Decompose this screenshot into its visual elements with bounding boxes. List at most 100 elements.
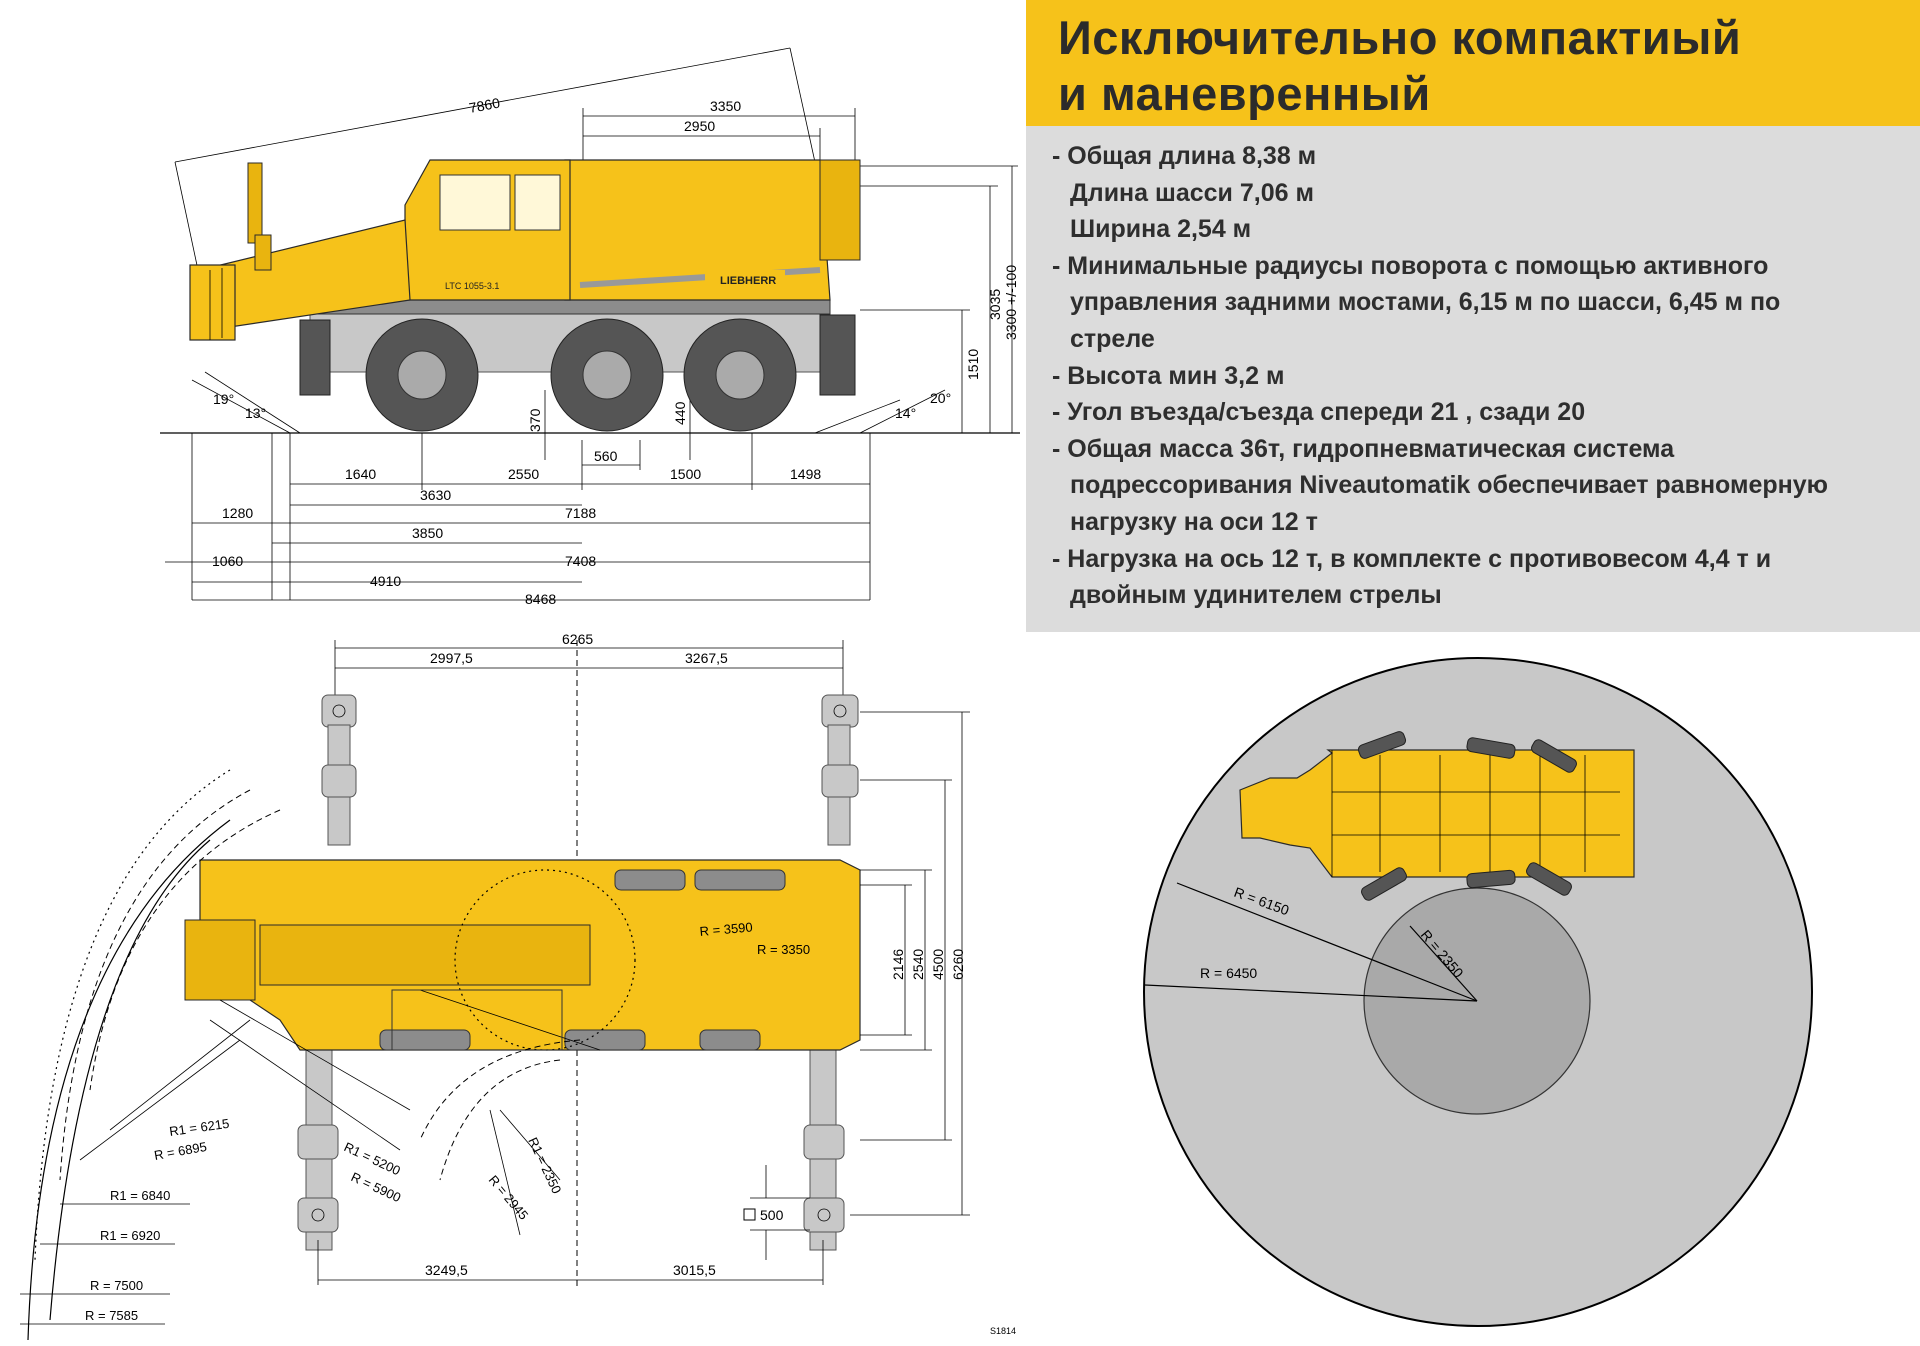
crane-circle-body bbox=[1239, 731, 1635, 901]
spec-line: - Общая масса 36т, гидропневматическая с… bbox=[1052, 431, 1828, 468]
angle-19: 19° bbox=[213, 391, 234, 407]
label-r-7585: R = 7585 bbox=[85, 1308, 138, 1323]
spec-text: Общая длина 8,38 м bbox=[1067, 142, 1317, 170]
dim-2540: 2540 bbox=[860, 869, 932, 1051]
spec-line: - Нагрузка на ось 12 т, в комплекте с пр… bbox=[1052, 541, 1828, 578]
svg-text:4500: 4500 bbox=[930, 949, 946, 980]
svg-text:1498: 1498 bbox=[790, 466, 821, 482]
svg-text:3350: 3350 bbox=[710, 98, 741, 114]
spec-text: Минимальные радиусы поворота с помощью а… bbox=[1067, 251, 1769, 280]
spec-line: - Угол въезда/съезда спереди 21 , сзади … bbox=[1052, 394, 1828, 431]
spec-line: стреле bbox=[1052, 321, 1828, 358]
svg-text:3850: 3850 bbox=[412, 525, 443, 541]
outriggers bbox=[297, 694, 859, 1251]
angle-14: 14° bbox=[895, 405, 916, 421]
dim-1510: 1510 bbox=[860, 309, 981, 433]
label-r1-6215: R1 = 6215 bbox=[168, 1116, 230, 1139]
spec-line: управления задними мостами, 6,15 м по ша… bbox=[1052, 284, 1828, 321]
spec-line: - Высота мин 3,2 м bbox=[1052, 358, 1828, 395]
svg-text:7860: 7860 bbox=[468, 95, 502, 116]
spec-line: Ширина 2,54 м bbox=[1052, 211, 1828, 248]
spec-text: Нагрузка на ось 12 т, в комплекте с прот… bbox=[1067, 544, 1772, 573]
spec-bullet: - bbox=[1052, 251, 1068, 280]
spec-text: управления задними мостами, 6,15 м по ша… bbox=[1070, 288, 1781, 317]
spec-bullet: - bbox=[1052, 544, 1068, 573]
spec-line: - Минимальные радиусы поворота с помощью… bbox=[1052, 248, 1828, 285]
spec-text: нагрузку на оси 12 т bbox=[1070, 507, 1318, 536]
label-r1-2350: R1 = 2350 bbox=[525, 1135, 564, 1196]
spec-text: Угол въезда/съезда спереди 21 , сзади 20 bbox=[1067, 398, 1586, 427]
svg-text:3035: 3035 bbox=[987, 289, 1003, 320]
label-r-7500: R = 7500 bbox=[90, 1278, 143, 1293]
angle-13: 13° bbox=[245, 405, 266, 421]
label-r1-6920: R1 = 6920 bbox=[100, 1228, 160, 1243]
label-r-6895: R = 6895 bbox=[153, 1139, 208, 1163]
spec-bullet: - bbox=[1052, 361, 1068, 390]
svg-text:8468: 8468 bbox=[525, 591, 556, 607]
label-r1-6840: R1 = 6840 bbox=[110, 1188, 170, 1203]
svg-text:3015,5: 3015,5 bbox=[673, 1262, 716, 1278]
spec-line: нагрузку на оси 12 т bbox=[1052, 504, 1828, 541]
spec-text: стреле bbox=[1070, 324, 1155, 353]
dim-2950: 2950 bbox=[583, 118, 821, 160]
spec-bullet: - bbox=[1052, 398, 1068, 427]
dim-3267: 3267,5 bbox=[577, 650, 843, 669]
spec-bullet: - bbox=[1052, 434, 1068, 463]
svg-text:7408: 7408 bbox=[565, 553, 596, 569]
label-r-3590: R = 3590 bbox=[699, 919, 753, 939]
spec-panel: - Общая длина 8,38 м Длина шасси 7,06 м … bbox=[1026, 126, 1920, 632]
spec-text: подрессоривания Niveautomatik обеспечива… bbox=[1070, 471, 1829, 500]
svg-text:440: 440 bbox=[672, 401, 688, 425]
spec-line: двойным удинителем стрелы bbox=[1052, 577, 1828, 614]
dim-3300: 3300 +/-100 bbox=[860, 165, 1019, 433]
svg-text:7188: 7188 bbox=[565, 505, 596, 521]
svg-text:1510: 1510 bbox=[965, 349, 981, 380]
svg-text:1280: 1280 bbox=[222, 505, 253, 521]
side-view-drawing: 7860 3350 2950 3035 3300 +/-100 bbox=[160, 47, 1020, 607]
dim-6265: 6265 bbox=[334, 631, 844, 710]
spec-text: Ширина 2,54 м bbox=[1070, 215, 1252, 244]
dim-2146: 2146 bbox=[860, 884, 912, 1036]
svg-text:2540: 2540 bbox=[910, 949, 926, 980]
label-r-3350: R = 3350 bbox=[757, 942, 810, 957]
title-line-1: Исключительно компактиый bbox=[1058, 11, 1742, 64]
spec-text: Высота мин 3,2 м bbox=[1067, 361, 1285, 390]
crane-top-body bbox=[184, 859, 861, 1051]
spec-text: двойным удинителем стрелы bbox=[1070, 581, 1442, 610]
spec-line: Длина шасси 7,06 м bbox=[1052, 175, 1828, 212]
dim-7860: 7860 bbox=[174, 47, 821, 271]
svg-text:2146: 2146 bbox=[890, 949, 906, 980]
title-line-2: и маневренный bbox=[1058, 67, 1431, 120]
label-r-2945: R = 2945 bbox=[486, 1172, 532, 1222]
svg-text:1060: 1060 bbox=[212, 553, 243, 569]
turning-circle-drawing: R = 6150 R = 6450 R = 2350 bbox=[1143, 657, 1813, 1327]
svg-text:3267,5: 3267,5 bbox=[685, 650, 728, 666]
svg-text:1640: 1640 bbox=[345, 466, 376, 482]
svg-text:370: 370 bbox=[527, 408, 543, 432]
dim-4500: 4500 bbox=[860, 779, 952, 1141]
bottom-dims: 560 1640 2550 1500 1498 3630 1280 7188 3… bbox=[165, 433, 871, 607]
svg-text:1500: 1500 bbox=[670, 466, 701, 482]
svg-text:6265: 6265 bbox=[562, 631, 593, 647]
label-r-6450: R = 6450 bbox=[1200, 965, 1257, 981]
svg-text:500: 500 bbox=[760, 1207, 784, 1223]
dim-370: 370 bbox=[527, 390, 546, 460]
drawing-code: S1814 bbox=[990, 1326, 1017, 1336]
top-view-drawing: 6265 2997,5 3267,5 bbox=[20, 631, 970, 1341]
dim-3035: 3035 bbox=[860, 185, 1003, 433]
svg-text:6260: 6260 bbox=[950, 949, 966, 980]
svg-text:3630: 3630 bbox=[420, 487, 451, 503]
dim-2997: 2997,5 bbox=[335, 650, 577, 669]
svg-text:3300 +/-100: 3300 +/-100 bbox=[1003, 265, 1019, 340]
spec-line: - Общая длина 8,38 м bbox=[1052, 138, 1828, 175]
svg-text:2997,5: 2997,5 bbox=[430, 650, 473, 666]
title-banner: Исключительно компактиый и маневренный bbox=[1026, 0, 1920, 126]
svg-text:560: 560 bbox=[594, 448, 618, 464]
svg-text:2550: 2550 bbox=[508, 466, 539, 482]
dim-500: 500 bbox=[743, 1165, 810, 1260]
svg-text:2950: 2950 bbox=[684, 118, 715, 134]
spec-bullet: - bbox=[1052, 142, 1068, 170]
svg-text:4910: 4910 bbox=[370, 573, 401, 589]
dim-6260: 6260 bbox=[850, 711, 970, 1216]
